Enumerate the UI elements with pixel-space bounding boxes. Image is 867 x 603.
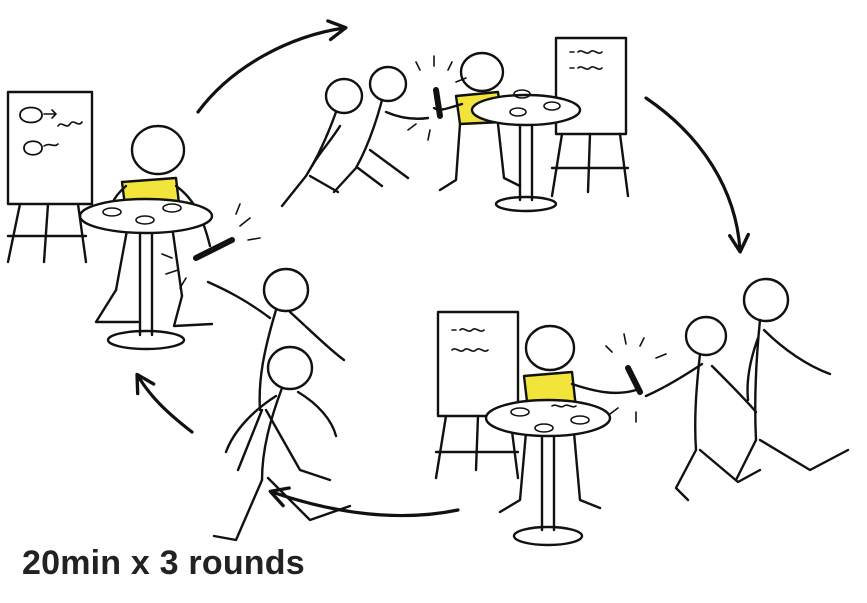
- marker-handoff-bottom-right: [606, 334, 666, 422]
- table-left: [80, 199, 212, 349]
- arrow-left: [138, 376, 192, 432]
- station-left: [8, 92, 350, 540]
- table-bottom-right: [486, 400, 610, 545]
- arrow-right: [646, 98, 740, 250]
- rounds-caption: 20min x 3 rounds: [22, 544, 305, 583]
- flipchart-bottom-right: [436, 312, 518, 478]
- visitor-figures-bottom-right: [646, 279, 848, 500]
- flipchart-left: [8, 92, 92, 262]
- visitor-figures-left: [208, 269, 350, 540]
- arrow-top-left: [198, 28, 344, 112]
- table-top: [472, 90, 580, 211]
- station-bottom-right: [436, 279, 848, 545]
- station-top: [282, 38, 628, 211]
- visitor-figures-top: [282, 67, 428, 206]
- arrow-bottom: [272, 492, 458, 516]
